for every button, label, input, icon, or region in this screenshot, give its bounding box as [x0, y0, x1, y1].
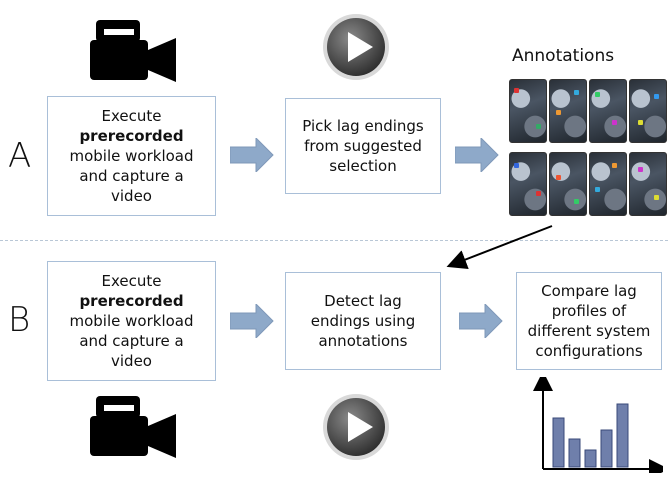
step-b-compare-line2: profiles of [551, 302, 627, 320]
step-a-execute-line3: mobile workload [69, 147, 194, 165]
annotation-thumbnail [509, 152, 547, 216]
step-a-pick-line2: from suggested [304, 137, 422, 155]
step-b-execute-box: Execute prerecorded mobile workload and … [47, 261, 216, 381]
annotation-thumbnail [589, 152, 627, 216]
step-b-execute-bold: prerecorded [79, 292, 184, 310]
step-a-execute-bold: prerecorded [79, 127, 184, 145]
arrow-right-icon [230, 138, 274, 172]
step-a-pick-line1: Pick lag endings [302, 117, 424, 135]
arrow-right-icon [230, 304, 274, 338]
step-b-execute-line1: Execute [101, 272, 162, 290]
annotation-thumbnail [629, 79, 667, 143]
row-label-a: A [8, 136, 32, 176]
annotations-title: Annotations [512, 46, 615, 66]
annotation-thumbnail [629, 152, 667, 216]
step-a-execute-line5: video [111, 187, 152, 205]
step-a-pick-box: Pick lag endings from suggested selectio… [285, 98, 441, 194]
play-button-icon [323, 14, 389, 80]
arrow-right-icon [455, 138, 499, 172]
annotation-thumbnail [549, 152, 587, 216]
row-label-b: B [8, 300, 31, 340]
video-camera-icon [90, 20, 176, 82]
step-b-compare-line3: different system [527, 322, 651, 340]
arrow-right-icon [459, 304, 503, 338]
step-a-execute-box: Execute prerecorded mobile workload and … [47, 96, 216, 216]
annotation-thumbnail [549, 79, 587, 143]
play-button-icon [323, 394, 389, 460]
annotation-thumbnail [509, 79, 547, 143]
bar-chart-icon [533, 377, 663, 473]
step-a-pick-line3: selection [329, 157, 397, 175]
video-camera-icon [90, 396, 176, 458]
step-b-execute-line3: mobile workload [69, 312, 194, 330]
connector-arrow-icon [446, 225, 553, 269]
step-b-compare-line4: configurations [535, 342, 643, 360]
step-b-compare-box: Compare lag profiles of different system… [516, 272, 662, 370]
step-a-execute-line1: Execute [101, 107, 162, 125]
step-b-compare-line1: Compare lag [541, 282, 637, 300]
step-b-detect-line1: Detect lag [324, 292, 402, 310]
annotation-thumbnail [589, 79, 627, 143]
step-a-execute-line4: and capture a [79, 167, 184, 185]
step-b-detect-line3: annotations [318, 332, 408, 350]
step-b-detect-line2: endings using [310, 312, 416, 330]
step-b-execute-line5: video [111, 352, 152, 370]
step-b-execute-line4: and capture a [79, 332, 184, 350]
step-b-detect-box: Detect lag endings using annotations [285, 272, 441, 370]
row-divider [0, 240, 668, 241]
